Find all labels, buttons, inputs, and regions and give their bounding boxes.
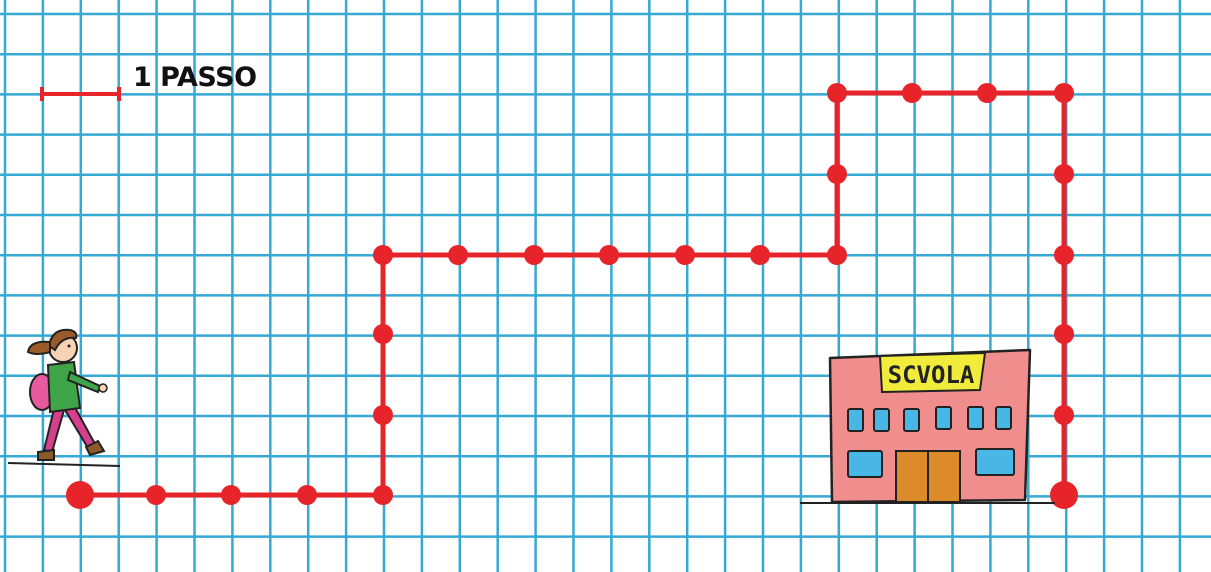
step-dot [902, 83, 922, 103]
step-dot [827, 245, 847, 265]
step-dot [599, 245, 619, 265]
step-legend-marker [40, 87, 121, 101]
step-dot [827, 164, 847, 184]
step-dot [1050, 481, 1078, 509]
step-dot [1054, 164, 1074, 184]
step-dot [977, 83, 997, 103]
step-dot [524, 245, 544, 265]
step-dot [373, 485, 393, 505]
route-step-dots [66, 83, 1078, 509]
step-dot [221, 485, 241, 505]
step-dot [373, 405, 393, 425]
step-dot [1054, 324, 1074, 344]
step-dot [827, 83, 847, 103]
step-dot [146, 485, 166, 505]
step-dot [373, 324, 393, 344]
girl-walking-icon [7, 328, 121, 467]
school-windows [847, 406, 1015, 478]
step-dot [66, 481, 94, 509]
school-door [895, 450, 961, 503]
step-dot [297, 485, 317, 505]
step-dot [1054, 83, 1074, 103]
step-dot [675, 245, 695, 265]
school-building-icon: SCVOLA [800, 348, 1055, 504]
school-sign-text: SCVOLA [888, 361, 975, 389]
step-dot [448, 245, 468, 265]
step-dot [1054, 405, 1074, 425]
step-legend-label: 1 PASSO [133, 62, 257, 93]
step-dot [1054, 245, 1074, 265]
step-dot [373, 245, 393, 265]
step-dot [750, 245, 770, 265]
